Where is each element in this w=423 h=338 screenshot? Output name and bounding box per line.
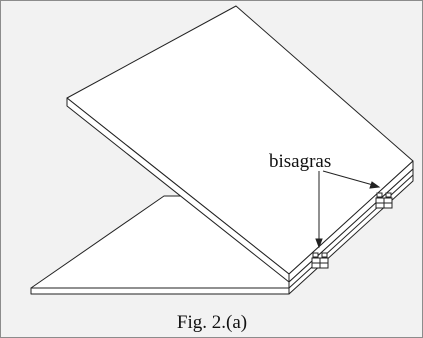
hinge-right: [375, 192, 393, 209]
arrow-right-head: [369, 181, 381, 189]
hinge-left: [311, 252, 329, 269]
arrow-left-head: [315, 238, 323, 249]
hinge-arrows: [315, 170, 381, 249]
hinges-label: bisagras: [269, 151, 331, 172]
lower-board-edge: [30, 287, 290, 295]
arrow-right: [322, 170, 374, 186]
hinge-joint-line: [288, 174, 414, 289]
figure-caption: Fig. 2.(a): [177, 312, 247, 333]
